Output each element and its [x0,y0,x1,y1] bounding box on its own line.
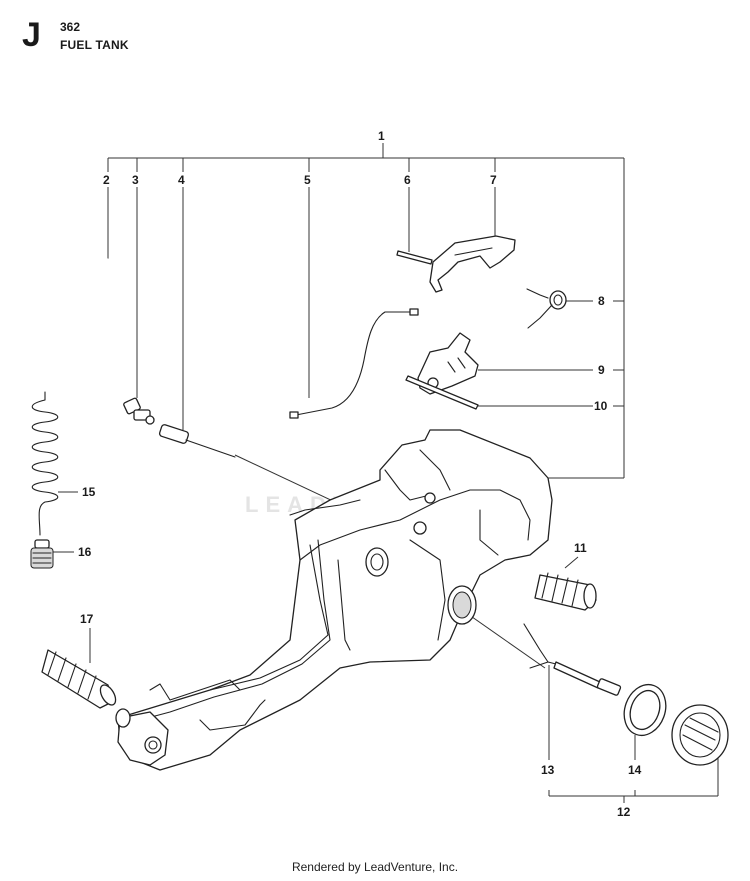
callout-1: 1 [378,129,385,143]
callout-14: 14 [628,763,642,777]
callout-16: 16 [78,545,92,559]
callout-17: 17 [80,612,94,626]
part-14-seal [623,683,667,737]
part-17-damper [41,649,131,728]
callout-2: 2 [103,173,110,187]
part-11-damper [534,572,597,611]
callout-labels: 1 2 3 4 5 6 7 8 9 10 11 12 13 14 15 16 1… [78,129,642,819]
diagram-title: FUEL TANK [60,38,129,52]
callout-13: 13 [541,763,555,777]
callout-9: 9 [598,363,605,377]
callout-8: 8 [598,294,605,308]
part-16-filter [30,539,54,569]
part-3-fitting [123,397,155,425]
part-7-lever [429,235,516,293]
part-4-fuel-line [158,424,236,458]
footer-credit: Rendered by LeadVenture, Inc. [291,860,459,874]
callout-12: 12 [617,805,631,819]
leader-lines [52,187,719,803]
part-8-spring [526,288,567,329]
part-2-hose [28,254,115,349]
part-5-cable [289,308,419,419]
bracket-part-1 [107,143,625,479]
callout-4: 4 [178,173,185,187]
callout-10: 10 [594,399,608,413]
callout-11: 11 [574,541,587,555]
part-6-pin [396,250,433,265]
part-15-spiral [31,391,59,536]
callout-7: 7 [490,173,497,187]
part-9-trigger [417,332,479,395]
callout-15: 15 [82,485,96,499]
callout-5: 5 [304,173,311,187]
part-1-fuel-tank [117,429,553,771]
callout-3: 3 [132,173,139,187]
section-letter: J [22,16,41,54]
part-13-vent [523,623,622,696]
part-10-pin [405,375,479,410]
callout-6: 6 [404,173,411,187]
part-12-cap [671,704,729,766]
model-number: 362 [60,20,81,34]
